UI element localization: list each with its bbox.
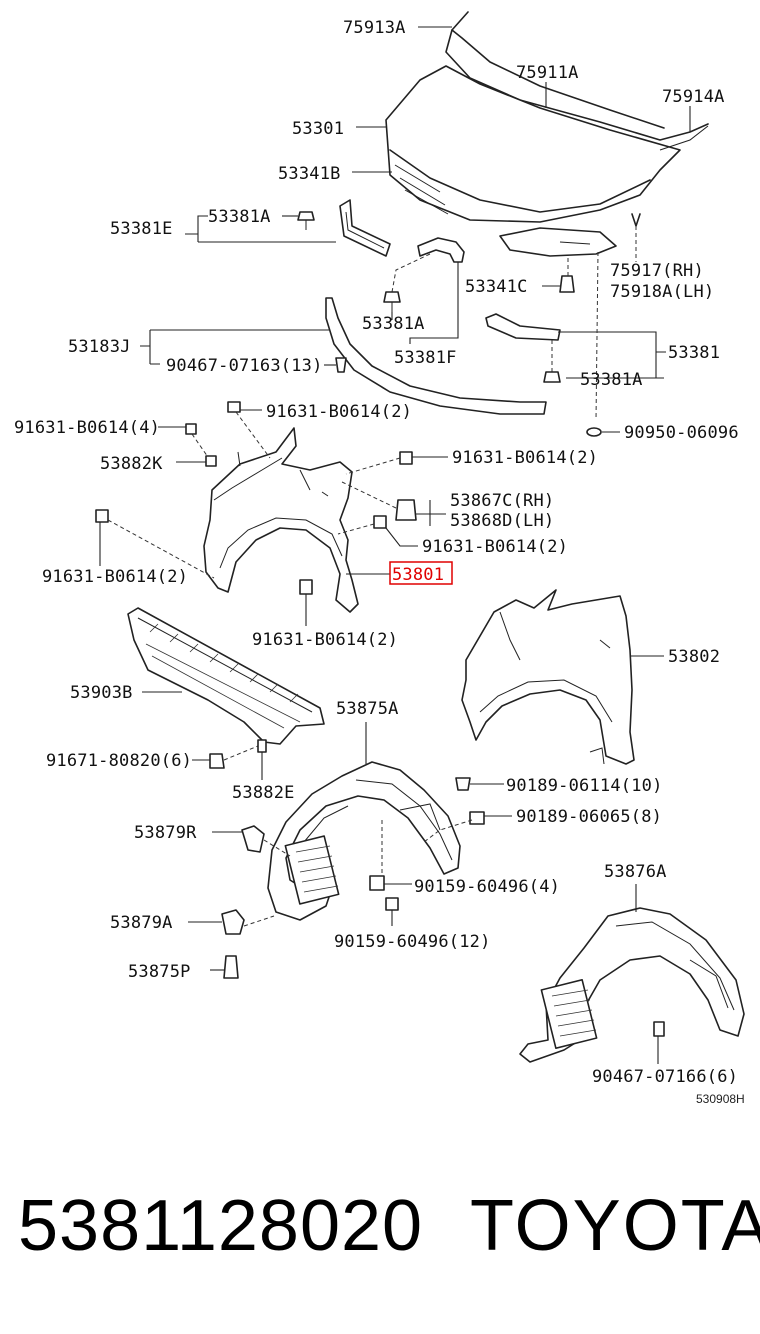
- fender-liner-53875A: [188, 722, 512, 979]
- label-53381E: 53381E: [110, 219, 173, 239]
- label-75911A: 75911A: [516, 63, 579, 83]
- label-53882K: 53882K: [100, 454, 163, 474]
- seal-53183J: [140, 297, 547, 415]
- label-53903B: 53903B: [70, 683, 133, 703]
- hood-leaders: [352, 26, 691, 173]
- label-53868D-lh: 53868D(LH): [450, 511, 554, 531]
- hood-seal-53381F: [383, 237, 465, 344]
- clip-53341C: [542, 258, 575, 293]
- label-53879R: 53879R: [134, 823, 197, 843]
- label-91671-80820: 91671-80820(6): [46, 751, 192, 771]
- label-90950-06096: 90950-06096: [624, 423, 739, 443]
- hood-seal-53381E: [185, 199, 391, 257]
- label-90467-07163: 90467-07163(13): [166, 356, 323, 376]
- label-53802: 53802: [668, 647, 720, 667]
- label-75913A: 75913A: [343, 18, 406, 38]
- label-75917-rh: 75917(RH): [610, 261, 704, 281]
- label-91631-B0614-top: 91631-B0614(2): [266, 402, 412, 422]
- label-53341C: 53341C: [465, 277, 528, 297]
- label-53801-highlighted: 53801: [392, 565, 444, 585]
- highlight-box-53801: [389, 561, 453, 585]
- label-90159-60496-4: 90159-60496(4): [414, 877, 560, 897]
- seal-53381: [485, 313, 666, 383]
- front-fender-lh-53801: [95, 401, 448, 626]
- part-number: 5381128020: [18, 1186, 424, 1266]
- brand-name: TOYOTA: [470, 1186, 760, 1266]
- label-53875A: 53875A: [336, 699, 399, 719]
- label-53876A: 53876A: [604, 862, 667, 882]
- parts-diagram: 75913A 75911A 75914A 53301 53341B 53381E…: [14, 11, 745, 1106]
- seal-53903B: [127, 607, 325, 780]
- label-53867C-rh: 53867C(RH): [450, 491, 554, 511]
- label-91631-B0614-right-lower: 91631-B0614(2): [422, 537, 568, 557]
- label-53875P: 53875P: [128, 962, 191, 982]
- label-53381A-middle: 53381A: [362, 314, 425, 334]
- label-90189-06114: 90189-06114(10): [506, 776, 663, 796]
- label-90467-07166: 90467-07166(6): [592, 1067, 738, 1087]
- label-53381A-right: 53381A: [580, 370, 643, 390]
- label-53882E: 53882E: [232, 783, 295, 803]
- label-75918A-lh: 75918A(LH): [610, 282, 714, 302]
- label-75914A: 75914A: [662, 87, 725, 107]
- label-53301: 53301: [292, 119, 344, 139]
- label-53381F: 53381F: [394, 348, 457, 368]
- plug-90950: [586, 251, 620, 437]
- label-90159-60496-12: 90159-60496(12): [334, 932, 491, 952]
- hood-panel: [385, 11, 709, 262]
- label-53879A: 53879A: [110, 913, 173, 933]
- label-53381: 53381: [668, 343, 720, 363]
- fender-liner-53876A: [519, 884, 745, 1064]
- label-91631-B0614-4: 91631-B0614(4): [14, 418, 160, 438]
- label-91631-B0614-left: 91631-B0614(2): [42, 567, 188, 587]
- label-91631-B0614-bottom: 91631-B0614(2): [252, 630, 398, 650]
- label-53381A-upper: 53381A: [208, 207, 271, 227]
- figure-code: 530908H: [696, 1092, 745, 1106]
- front-fender-rh-53802: [461, 589, 664, 765]
- callout-labels: 75913A 75911A 75914A 53301 53341B 53381E…: [14, 18, 745, 1106]
- label-91631-B0614-right-upper: 91631-B0614(2): [452, 448, 598, 468]
- label-53183J: 53183J: [68, 337, 131, 357]
- label-90189-06065: 90189-06065(8): [516, 807, 662, 827]
- label-53341B: 53341B: [278, 164, 341, 184]
